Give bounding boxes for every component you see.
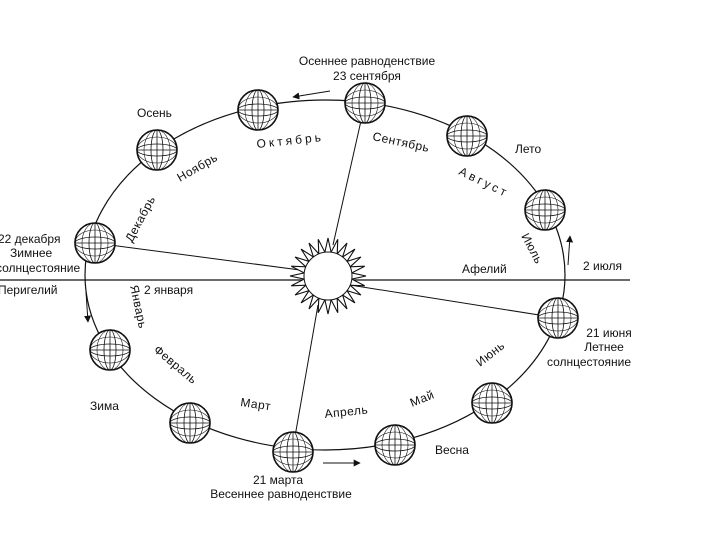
summer-solstice-title-2: солнцестояние xyxy=(547,355,631,369)
perihelion-label: Перигелий xyxy=(0,283,57,297)
month-label-october: Октябрь xyxy=(256,130,325,151)
earth-globe-october xyxy=(237,89,279,131)
aphelion-date: 2 июля xyxy=(583,259,622,273)
spring-equinox-date: 21 марта xyxy=(253,473,303,487)
summer-solstice-date: 21 июня xyxy=(586,326,632,340)
autumn-equinox-date: 23 сентября xyxy=(333,69,401,83)
perihelion-date: 2 января xyxy=(144,283,193,297)
summer-solstice-title-1: Летнее xyxy=(584,340,624,354)
month-label-june: Июнь xyxy=(473,338,507,369)
month-label-december: Декабрь xyxy=(122,193,158,244)
earth-globe-december xyxy=(74,222,116,264)
earth-globe-spring-equinox xyxy=(272,431,314,473)
winter-solstice-line xyxy=(94,242,301,271)
earth-globe-june xyxy=(537,297,579,339)
direction-arrow-right xyxy=(566,235,574,266)
month-label-april: Апрель xyxy=(324,402,369,420)
sun-icon xyxy=(289,237,367,315)
autumn-equinox-line xyxy=(332,102,366,246)
spring-equinox-line xyxy=(292,304,319,449)
autumn-equinox-title: Осеннее равноденствие xyxy=(299,54,436,68)
earth-globe-february xyxy=(89,329,131,371)
earth-globe-august xyxy=(446,115,488,157)
direction-arrow-top xyxy=(292,90,331,100)
month-label-september: Сентябрь xyxy=(371,129,430,155)
month-label-july: Июль xyxy=(518,231,546,266)
winter-solstice-title-1: Зимнее xyxy=(10,246,53,260)
earth-globe-april xyxy=(374,424,416,466)
season-winter: Зима xyxy=(90,399,119,413)
month-label-november: Ноябрь xyxy=(175,150,221,184)
winter-solstice-date: 22 декабря xyxy=(0,232,60,246)
aphelion-label: Афелий xyxy=(462,262,507,276)
earth-globe-november xyxy=(136,129,178,171)
month-label-march: Март xyxy=(240,395,272,413)
month-label-august: Август xyxy=(457,164,512,200)
summer-solstice-line xyxy=(349,284,559,319)
season-spring: Весна xyxy=(435,443,469,457)
season-summer: Лето xyxy=(515,142,542,156)
earth-globe-july xyxy=(524,189,566,231)
winter-solstice-title-2: солнцестояние xyxy=(0,261,80,275)
month-label-may: Май xyxy=(408,387,436,409)
spring-equinox-title: Весеннее равноденствие xyxy=(210,487,352,501)
earth-globe-september xyxy=(344,82,386,124)
direction-arrow-left xyxy=(84,291,92,323)
season-autumn: Осень xyxy=(137,106,172,120)
orbit-ellipse xyxy=(84,99,566,451)
earth-globe-march xyxy=(169,402,211,444)
earth-globe-may xyxy=(471,382,513,424)
month-label-february: Февраль xyxy=(151,343,200,387)
